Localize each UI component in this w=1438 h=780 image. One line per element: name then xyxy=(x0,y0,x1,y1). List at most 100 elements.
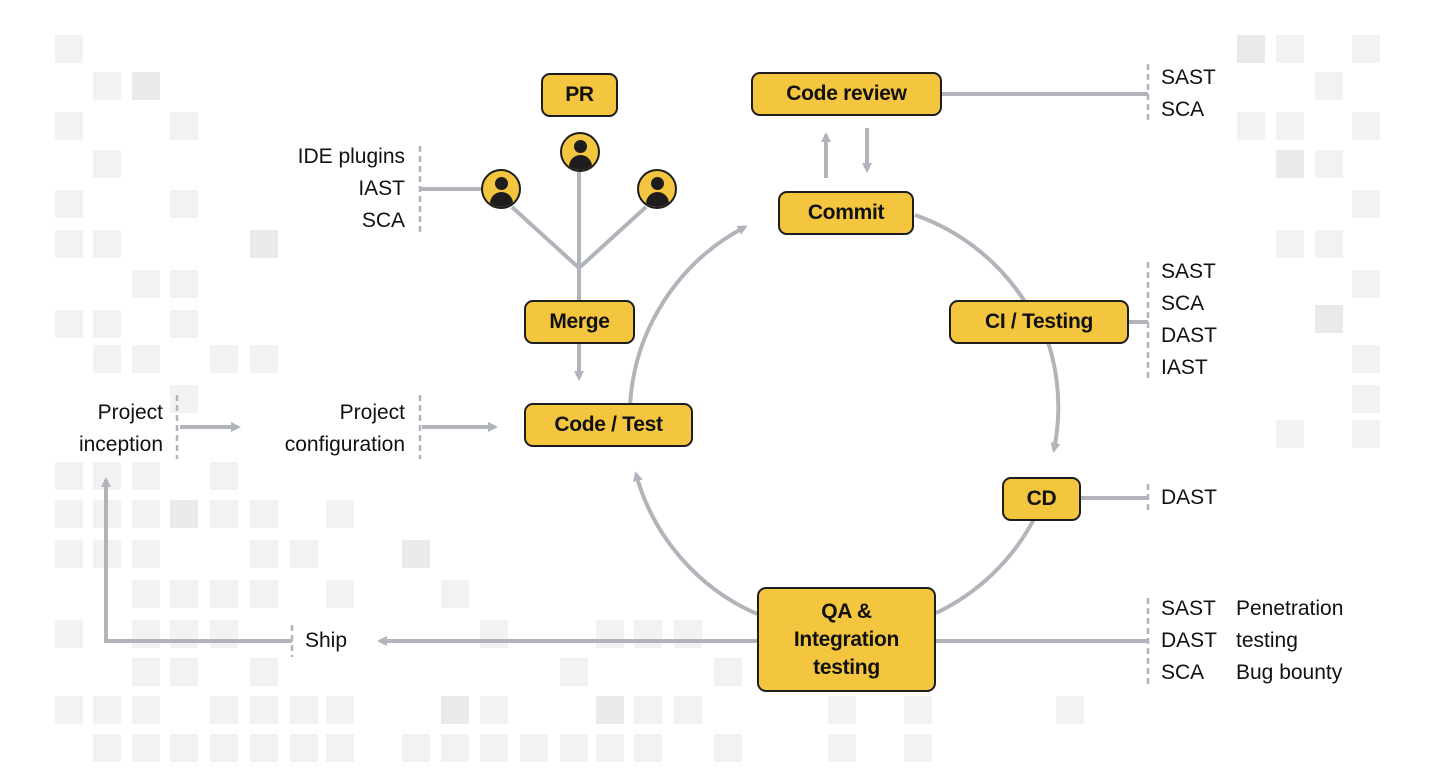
background-tile xyxy=(904,734,932,762)
code-review-tools-list: SAST SCA xyxy=(1161,62,1216,126)
background-tile xyxy=(55,310,83,338)
background-tile xyxy=(326,580,354,608)
review-tool-item: SAST xyxy=(1161,66,1216,89)
qa-extra-item: Bug bounty xyxy=(1236,661,1343,684)
background-tile xyxy=(210,734,238,762)
background-tile xyxy=(132,620,160,648)
ci-tool-item: DAST xyxy=(1161,324,1218,347)
background-tile xyxy=(290,696,318,724)
background-tile xyxy=(93,734,121,762)
background-tile xyxy=(596,696,624,724)
branch-right xyxy=(577,205,648,270)
cd-tool-item: DAST xyxy=(1161,486,1218,509)
code-test-node[interactable]: Code / Test xyxy=(524,403,693,447)
background-tile xyxy=(1352,35,1380,63)
background-tile xyxy=(1237,112,1265,140)
background-tile xyxy=(1315,72,1343,100)
ci-testing-node[interactable]: CI / Testing xyxy=(949,300,1129,344)
background-tile xyxy=(250,696,278,724)
background-tile xyxy=(210,462,238,490)
review-tool-item: SCA xyxy=(1161,98,1205,121)
background-tile xyxy=(1276,420,1304,448)
commit-node[interactable]: Commit xyxy=(778,191,914,235)
person-avatar-icon xyxy=(560,132,600,172)
background-tile xyxy=(480,620,508,648)
background-tile xyxy=(290,540,318,568)
ide-tool-item: SCA xyxy=(361,209,405,232)
cd-node[interactable]: CD xyxy=(1002,477,1081,521)
background-tile xyxy=(441,696,469,724)
background-tile xyxy=(596,734,624,762)
background-tile xyxy=(132,500,160,528)
background-tile xyxy=(714,734,742,762)
background-tile xyxy=(480,734,508,762)
background-tile xyxy=(674,696,702,724)
background-tile xyxy=(210,620,238,648)
qa-extra-item: Penetration xyxy=(1236,597,1344,620)
qa-tool-item: SCA xyxy=(1161,661,1205,684)
qa-extra-list: Penetration testing Bug bounty xyxy=(1236,593,1343,689)
arrow-ship-to-inception xyxy=(101,477,292,643)
background-tile xyxy=(132,580,160,608)
background-tile xyxy=(55,112,83,140)
background-tile xyxy=(55,540,83,568)
background-tile xyxy=(170,620,198,648)
background-tile xyxy=(170,734,198,762)
ci-tool-item: SAST xyxy=(1161,260,1216,283)
background-tile xyxy=(1315,150,1343,178)
background-tile xyxy=(210,345,238,373)
merge-node[interactable]: Merge xyxy=(524,300,635,344)
background-tile xyxy=(326,734,354,762)
background-tile xyxy=(170,270,198,298)
background-tile xyxy=(132,734,160,762)
qa-tool-item: SAST xyxy=(1161,597,1216,620)
qa-tool-item: DAST xyxy=(1161,629,1218,652)
background-tile xyxy=(250,230,278,258)
background-tile xyxy=(1276,230,1304,258)
background-tile xyxy=(634,696,662,724)
inception-line-2: inception xyxy=(78,433,163,456)
arc-cd-to-qa xyxy=(935,518,1036,615)
pr-node[interactable]: PR xyxy=(541,73,618,117)
background-tile xyxy=(55,500,83,528)
ide-tool-item: IDE plugins xyxy=(297,145,405,168)
background-tile xyxy=(250,658,278,686)
background-tile xyxy=(250,345,278,373)
background-tile xyxy=(210,580,238,608)
background-tile xyxy=(1276,150,1304,178)
code-review-node[interactable]: Code review xyxy=(751,72,942,116)
background-tile xyxy=(132,540,160,568)
background-tile xyxy=(560,658,588,686)
arc-ci-to-cd xyxy=(1046,341,1061,453)
background-tile xyxy=(55,620,83,648)
qa-line-1: QA & xyxy=(821,599,872,623)
background-tile xyxy=(1315,305,1343,333)
qa-line-3: testing xyxy=(813,655,880,679)
background-tile xyxy=(93,345,121,373)
inception-line-1: Project xyxy=(97,401,163,424)
background-tile xyxy=(250,540,278,568)
person-avatar-icon xyxy=(481,169,521,209)
ide-tools-list: IDE plugins IAST SCA xyxy=(250,141,405,237)
background-tile xyxy=(250,734,278,762)
background-tile xyxy=(250,580,278,608)
qa-integration-node[interactable]: QA & Integration testing xyxy=(757,587,936,692)
qa-extra-item: testing xyxy=(1236,629,1298,652)
background-tile xyxy=(634,734,662,762)
background-tile xyxy=(290,734,318,762)
background-tile xyxy=(634,620,662,648)
background-tile xyxy=(520,734,548,762)
background-tile xyxy=(441,734,469,762)
background-tile xyxy=(170,190,198,218)
background-tile xyxy=(170,500,198,528)
cd-tools-list: DAST xyxy=(1161,482,1217,514)
background-tile xyxy=(132,658,160,686)
ide-tool-item: IAST xyxy=(358,177,405,200)
background-tile xyxy=(132,270,160,298)
ci-tool-item: IAST xyxy=(1161,356,1208,379)
background-tile xyxy=(1056,696,1084,724)
background-tile xyxy=(132,72,160,100)
background-tile xyxy=(170,112,198,140)
background-tile xyxy=(326,696,354,724)
